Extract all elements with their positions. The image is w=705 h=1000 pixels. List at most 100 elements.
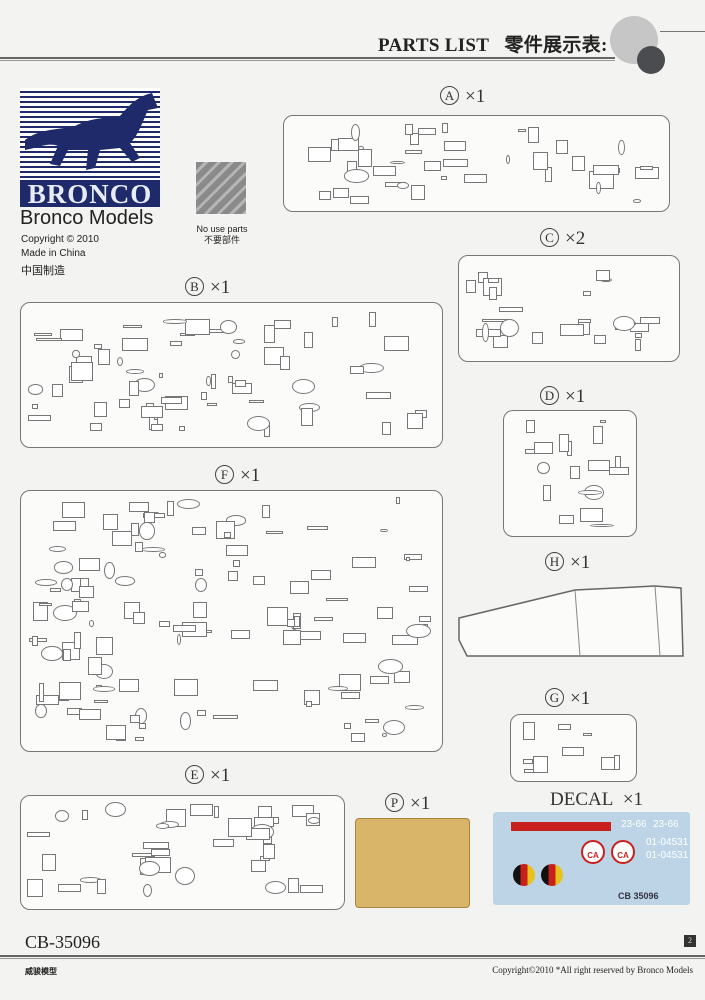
kit-part [634, 333, 642, 339]
kit-part [62, 649, 71, 662]
kit-part [119, 399, 130, 408]
kit-part [87, 656, 102, 676]
kit-part [332, 187, 349, 198]
letter: A [440, 86, 459, 105]
letter: B [185, 277, 204, 296]
kit-part [228, 570, 239, 581]
sprue-a [283, 115, 670, 212]
kit-part [211, 373, 217, 389]
kit-part [331, 317, 339, 328]
kit-part [306, 525, 329, 530]
kit-part [93, 699, 109, 703]
kit-part [169, 340, 183, 347]
kit-part [190, 803, 214, 816]
kit-part [192, 601, 208, 618]
kit-part [559, 514, 575, 525]
kit-part [72, 601, 90, 613]
letter: H [545, 552, 564, 571]
decal-red-stripe [511, 822, 611, 831]
kit-part [593, 335, 606, 345]
kit-part [111, 531, 133, 547]
decal-plate-1b: 23-66 [653, 819, 679, 830]
kit-part [533, 756, 549, 773]
kit-part [114, 576, 135, 586]
letter: F [215, 465, 234, 484]
kit-part [266, 607, 288, 626]
qty: ×1 [210, 277, 231, 298]
kit-part [176, 633, 181, 645]
kit-part [411, 185, 426, 201]
kit-part [138, 723, 147, 730]
canopy-h-part [458, 585, 684, 657]
kit-part [130, 522, 139, 537]
kit-part [53, 605, 78, 621]
kit-part [212, 838, 234, 848]
kit-part [201, 392, 208, 401]
kit-part [206, 375, 211, 387]
kit-part [94, 343, 102, 350]
kit-part [158, 373, 163, 379]
kit-part [128, 501, 149, 512]
kit-part [613, 315, 635, 332]
kit-part [232, 560, 240, 568]
kit-part [391, 635, 418, 646]
horse-icon [25, 93, 158, 170]
kit-part [558, 433, 569, 453]
kit-part [343, 169, 370, 183]
kit-part [225, 515, 247, 526]
decal-roundel [513, 864, 535, 886]
sprue-p-label: P×1 [385, 793, 430, 815]
kit-part [531, 331, 544, 344]
kit-part [424, 161, 442, 172]
kit-part [370, 675, 390, 685]
kit-part [142, 884, 153, 898]
decal-plate-2b: 01-04531 [646, 850, 689, 861]
kit-part [264, 325, 275, 344]
kit-part [197, 709, 207, 717]
kit-part [532, 152, 548, 170]
kit-part [54, 810, 70, 823]
kit-part [116, 356, 124, 367]
kit-part [351, 124, 361, 141]
kit-part [28, 637, 48, 642]
kit-part [253, 679, 278, 691]
kit-part [351, 556, 376, 569]
brand-logo-text: BRONCO [20, 180, 160, 208]
kit-part [162, 319, 188, 324]
kit-part [27, 832, 50, 837]
kit-part [134, 736, 144, 742]
kit-part [592, 164, 619, 175]
kit-part [337, 137, 359, 151]
qty: ×1 [240, 465, 261, 486]
sprue-b [20, 302, 443, 448]
header-divider [0, 57, 615, 61]
kit-part [79, 558, 101, 571]
kit-part [406, 623, 431, 639]
kit-part [206, 402, 217, 406]
kit-part [577, 318, 592, 324]
kit-part [304, 332, 314, 348]
letter: G [545, 688, 564, 707]
kit-part [537, 461, 551, 475]
kit-part [161, 397, 182, 404]
kit-part [139, 521, 155, 541]
kit-part [97, 348, 111, 366]
decal-plate-2: 01-04531 [646, 837, 689, 848]
kit-part [34, 578, 58, 587]
kit-part [493, 334, 509, 348]
kit-part [174, 679, 198, 696]
kit-part [358, 145, 365, 151]
kit-part [262, 505, 270, 519]
kit-part [639, 316, 660, 324]
kit-part [253, 576, 265, 586]
kit-part [369, 312, 377, 328]
kit-part [105, 802, 126, 817]
kit-part [38, 602, 53, 606]
kit-part [287, 877, 299, 894]
sprue-g [510, 714, 637, 782]
kit-part [419, 615, 432, 622]
sprue-e-label: E×1 [185, 765, 230, 787]
kit-part [525, 419, 536, 433]
sprue-h-label: H×1 [545, 552, 590, 574]
kit-part [61, 501, 85, 518]
